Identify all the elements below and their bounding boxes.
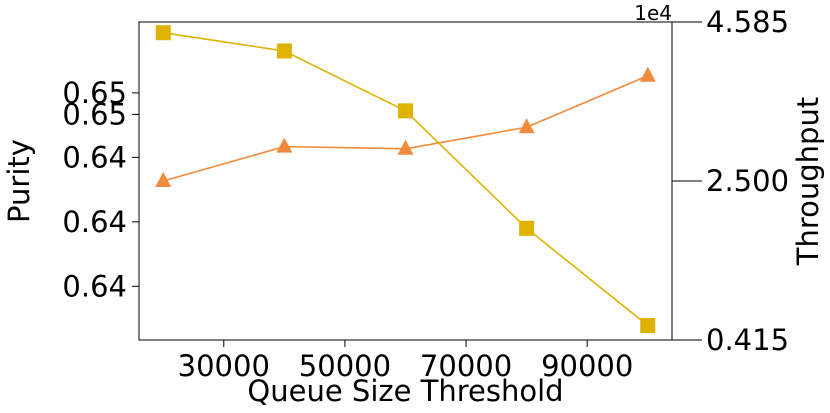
left-y-axis-title: Purity [2,139,36,223]
series-0-triangle-point [155,172,172,187]
left-y-axis: 0.64 0.64 0.64 0.650.65 [62,76,139,303]
series-0-triangle-point [397,139,414,155]
series-0-triangle-point [518,118,535,134]
left-y-tick-label: 0.64 [62,205,127,239]
left-y-tick-label: 0.64 [62,140,127,174]
series-0-triangle-point [276,137,293,153]
right-axis-offset-label: 1e4 [634,1,672,25]
x-axis: 30000 50000 70000 90000 [178,340,633,383]
series-0-triangle-point [639,66,656,82]
x-tick-label: 30000 [178,349,270,383]
left-y-tick-label: 0.64 [62,269,127,303]
left-y-tick-label: 0.65 [62,97,127,131]
series-line-1 [163,31,649,327]
right-y-tick-label: 2.500 [706,164,789,198]
series-line-0 [163,74,649,182]
x-axis-title: Queue Size Threshold [247,374,563,408]
right-y-tick-label: 0.415 [706,323,789,357]
right-y-tick-label: 4.585 [706,5,789,39]
right-y-axis: 0.415 2.500 4.585 [672,5,789,357]
series-1-square-point [640,318,656,334]
left-y-tick-label: 0.65 [62,76,127,110]
series-layer [155,25,656,334]
right-y-axis-title: Throughput [791,97,825,266]
x-tick-label: 50000 [299,349,391,383]
series-1-square-point [398,103,413,119]
x-tick-label: 70000 [420,349,512,383]
series-1-square-point [155,25,171,41]
series-1-square-point [519,220,535,236]
x-tick-label: 90000 [541,349,633,383]
series-1-square-point [276,43,292,59]
plot-area [138,21,673,341]
